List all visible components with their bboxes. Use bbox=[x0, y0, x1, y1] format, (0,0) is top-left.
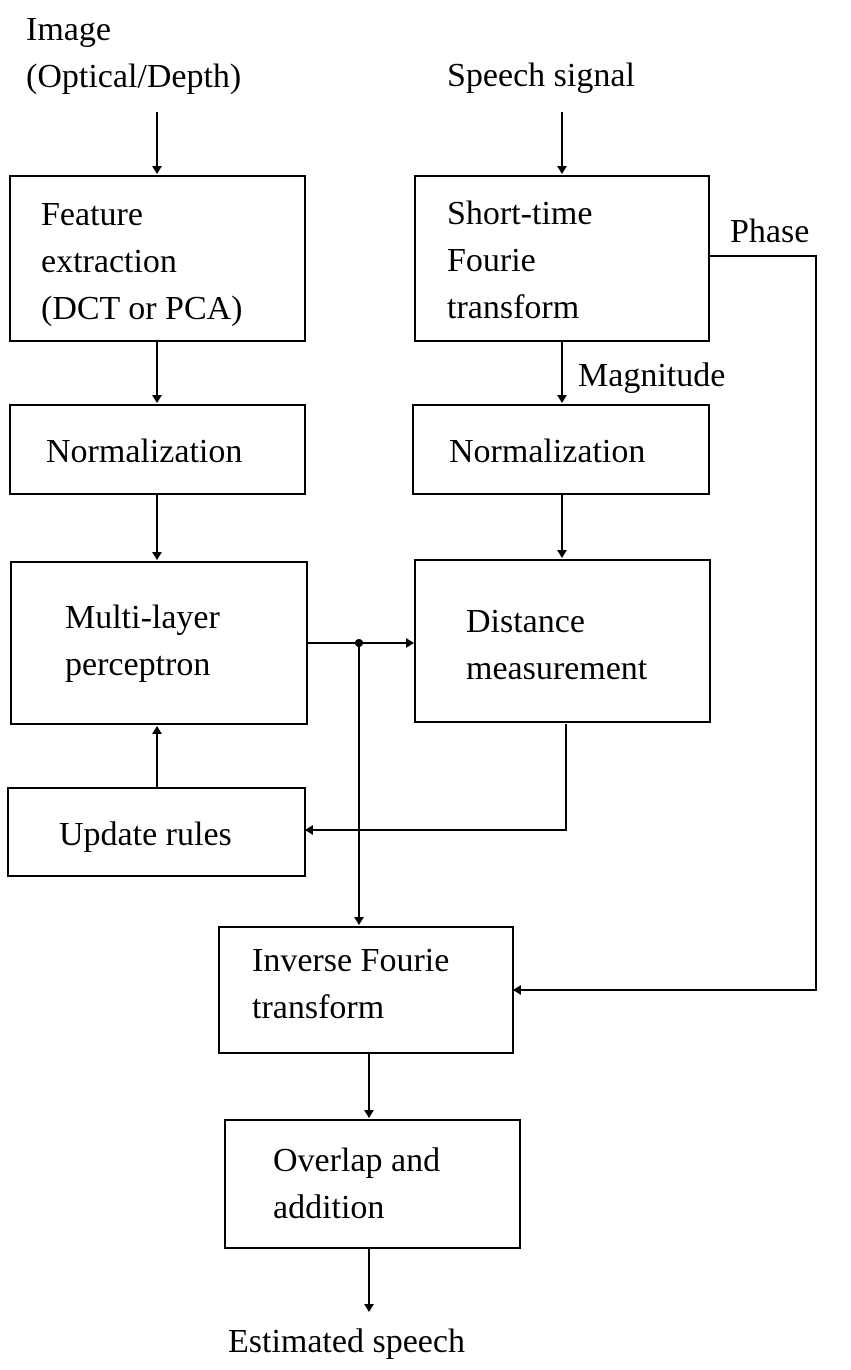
feature-extraction-box: Feature extraction (DCT or PCA) bbox=[9, 175, 306, 342]
update-rules-box: Update rules bbox=[7, 787, 306, 877]
normalization-right-box: Normalization bbox=[412, 404, 710, 495]
distance-measurement-box: Distance measurement bbox=[414, 559, 711, 723]
magnitude-label: Magnitude bbox=[578, 357, 726, 394]
input-image-label: Image (Optical/Depth) bbox=[26, 11, 242, 95]
overlap-addition-box: Overlap and addition bbox=[224, 1119, 521, 1249]
feature-extraction-label: Feature extraction (DCT or PCA) bbox=[41, 196, 243, 327]
input-speech-label: Speech signal bbox=[447, 57, 635, 94]
arrow-phase-to-inverse bbox=[513, 255, 817, 995]
inverse-fourier-box: Inverse Fourie transform bbox=[218, 926, 514, 1054]
normalization-left-label: Normalization bbox=[46, 433, 243, 470]
output-label: Estimated speech bbox=[228, 1323, 465, 1360]
mlp-box: Multi-layer perceptron bbox=[10, 561, 308, 725]
distance-measurement-label: Distance measurement bbox=[466, 603, 648, 687]
mlp-label: Multi-layer perceptron bbox=[65, 599, 220, 683]
overlap-addition-label: Overlap and addition bbox=[273, 1142, 441, 1226]
stft-box: Short-time Fourie transform bbox=[414, 175, 710, 342]
branch-junction-dot bbox=[355, 639, 363, 647]
normalization-right-label: Normalization bbox=[449, 433, 646, 470]
phase-label: Phase bbox=[730, 213, 810, 250]
update-rules-label: Update rules bbox=[59, 816, 232, 853]
arrow-distance-to-update bbox=[305, 724, 567, 835]
normalization-left-box: Normalization bbox=[9, 404, 306, 495]
inverse-fourier-label: Inverse Fourie transform bbox=[252, 942, 450, 1026]
stft-label: Short-time Fourie transform bbox=[447, 195, 593, 326]
